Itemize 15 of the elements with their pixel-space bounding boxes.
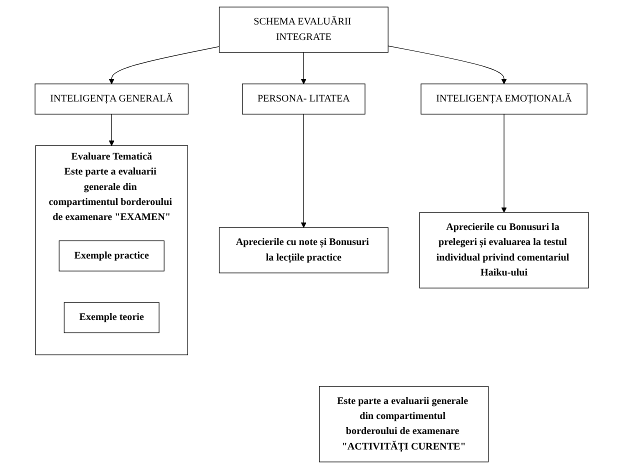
node-box: Exemple teorie: [64, 302, 160, 334]
arrow: [109, 114, 115, 146]
node-box: INTELIGENȚA GENERALĂ: [34, 84, 189, 114]
node-box: INTELIGENȚA EMOȚIONALĂ: [420, 84, 588, 114]
arrow: [301, 52, 307, 84]
node-box: Aprecierile cu Bonusuri la prelegeri și evaluarea la testul individual privind comentariul Haiku-ului: [420, 212, 590, 288]
arrow: [109, 46, 220, 84]
node-box: PERSONA- LITATEA: [242, 84, 366, 114]
node-box: Este parte a evaluarii generale din compartimentul borderoului de examenare "ACTIVITĂȚI CURENTE": [319, 386, 489, 462]
arrow: [301, 114, 307, 228]
node-box: SCHEMA EVALUĂRII INTEGRATE: [219, 6, 389, 53]
arrow: [388, 46, 508, 84]
node-box: Exemple practice: [59, 240, 165, 272]
node-box: Aprecierile cu note și Bonusuri la lecțiile practice: [219, 227, 389, 274]
arrow: [502, 114, 508, 213]
